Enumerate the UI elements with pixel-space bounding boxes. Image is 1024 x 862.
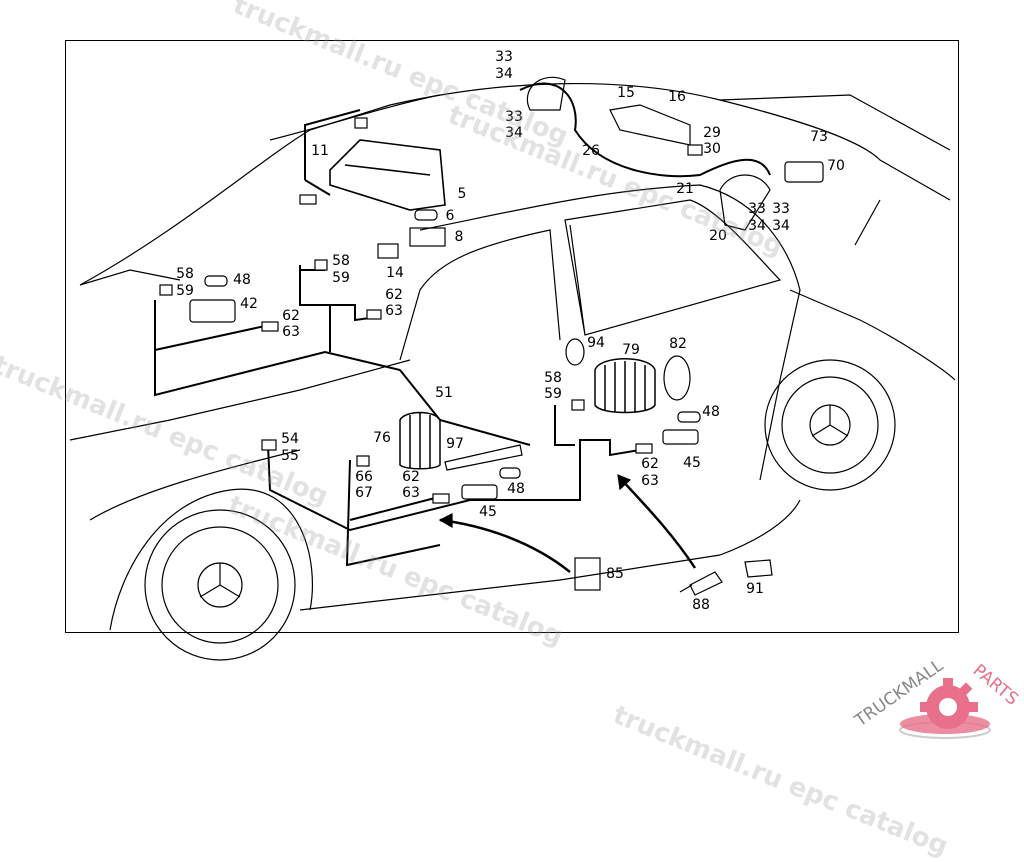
door-frame-front — [399, 229, 561, 361]
part-label: 16 — [668, 89, 686, 105]
part-label: 34 — [505, 125, 523, 141]
clip-91 — [744, 559, 773, 578]
grommet-94 — [565, 338, 585, 366]
part-label: 45 — [683, 455, 701, 471]
part-label: 62 — [402, 469, 420, 485]
part-label: 42 — [240, 296, 258, 312]
part-label: 21 — [676, 181, 694, 197]
part-label: 45 — [479, 504, 497, 520]
part-label: 59 — [544, 386, 562, 402]
bulb-48 — [204, 275, 228, 287]
part-label: 54 — [281, 431, 299, 447]
part-label: 48 — [507, 481, 525, 497]
part-label: 14 — [386, 265, 404, 281]
part-label: 34 — [772, 218, 790, 234]
part-label: 59 — [332, 270, 350, 286]
wiring-harness — [154, 265, 641, 567]
door-frame-rear — [564, 199, 782, 336]
part-label: 20 — [709, 228, 727, 244]
truckmall-parts-logo: TRUCKMALL PARTS — [851, 655, 1022, 739]
part-label: 5 — [457, 186, 467, 202]
boot-76 — [399, 411, 441, 470]
part-label: 91 — [746, 581, 764, 597]
part-label: 88 — [692, 597, 710, 613]
part-label: 94 — [587, 335, 605, 351]
part-label: 48 — [702, 404, 720, 420]
lamp-housing-33 — [526, 76, 566, 111]
bulb-48-front — [499, 467, 521, 479]
part-label: 73 — [810, 129, 828, 145]
car-interior-lighting-diagram — [69, 76, 956, 661]
part-label: 33 — [748, 201, 766, 217]
part-label: 58 — [176, 266, 194, 282]
part-label: 55 — [281, 448, 299, 464]
part-label: 58 — [332, 253, 350, 269]
lamp-8 — [409, 227, 446, 247]
part-label: 79 — [622, 342, 640, 358]
part-label: 6 — [445, 208, 455, 224]
dome-light-5 — [329, 139, 446, 211]
lamp-20 — [719, 174, 771, 231]
car-body-outline — [69, 83, 956, 631]
lamp-42 — [189, 299, 236, 323]
part-label: 48 — [233, 272, 251, 288]
rear-wheel — [764, 359, 896, 491]
part-label: 26 — [582, 143, 600, 159]
part-label: 62 — [641, 456, 659, 472]
boot-79 — [594, 358, 656, 414]
part-label: 58 — [544, 370, 562, 386]
bulb-48-rear — [677, 411, 701, 423]
part-label: 30 — [703, 141, 721, 157]
part-label: 67 — [355, 485, 373, 501]
lamp-45-front — [461, 484, 498, 500]
part-label: 15 — [617, 85, 635, 101]
part-label: 33 — [505, 109, 523, 125]
rear-harness — [304, 82, 771, 196]
part-label: 63 — [641, 473, 659, 489]
front-wheel — [144, 509, 296, 661]
part-label: 97 — [446, 436, 464, 452]
lamp-45-rear — [662, 429, 699, 445]
part-label: 33 — [495, 49, 513, 65]
part-label: 11 — [311, 143, 329, 159]
part-label: 8 — [454, 229, 464, 245]
part-label: 82 — [669, 336, 687, 352]
part-label: 62 — [385, 287, 403, 303]
part-label: 51 — [435, 385, 453, 401]
arrow-88 — [619, 477, 697, 569]
diagram-frame — [65, 40, 959, 633]
part-label: 66 — [355, 469, 373, 485]
part-label: 59 — [176, 283, 194, 299]
arrow-85 — [439, 518, 571, 573]
part-label: 62 — [282, 308, 300, 324]
part-label: 85 — [606, 566, 624, 582]
lamp-15 — [609, 104, 691, 146]
part-label: 63 — [402, 485, 420, 501]
part-label: 70 — [827, 158, 845, 174]
part-label: 63 — [385, 303, 403, 319]
grommet-82 — [663, 355, 691, 401]
part-label: 33 — [772, 201, 790, 217]
tube-97 — [444, 444, 523, 471]
roof-line — [269, 94, 801, 481]
handle-88 — [679, 571, 723, 596]
switch-85 — [574, 557, 601, 591]
bulb-6 — [414, 209, 438, 221]
part-label: 63 — [282, 324, 300, 340]
part-label: 34 — [748, 218, 766, 234]
lamp-70 — [784, 161, 824, 183]
part-label: 34 — [495, 66, 513, 82]
part-label: 29 — [703, 125, 721, 141]
part-label: 76 — [373, 430, 391, 446]
connector-14 — [377, 243, 399, 259]
